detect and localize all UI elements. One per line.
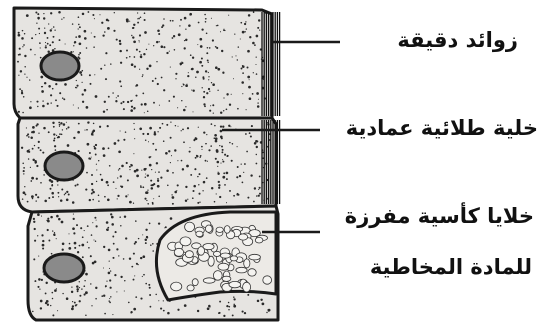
nucleus-bottom — [44, 254, 84, 282]
label-columnar-cell: خلية طلائية عمادية — [346, 118, 538, 139]
label-goblet-cell-line2: للمادة المخاطية — [370, 257, 532, 278]
label-microvilli: زوائد دقيقة — [397, 30, 518, 51]
nucleus-middle — [45, 152, 83, 180]
label-goblet-cell-line1: خلايا كأسية مفرزة — [345, 206, 534, 227]
nucleus-top — [41, 52, 79, 80]
